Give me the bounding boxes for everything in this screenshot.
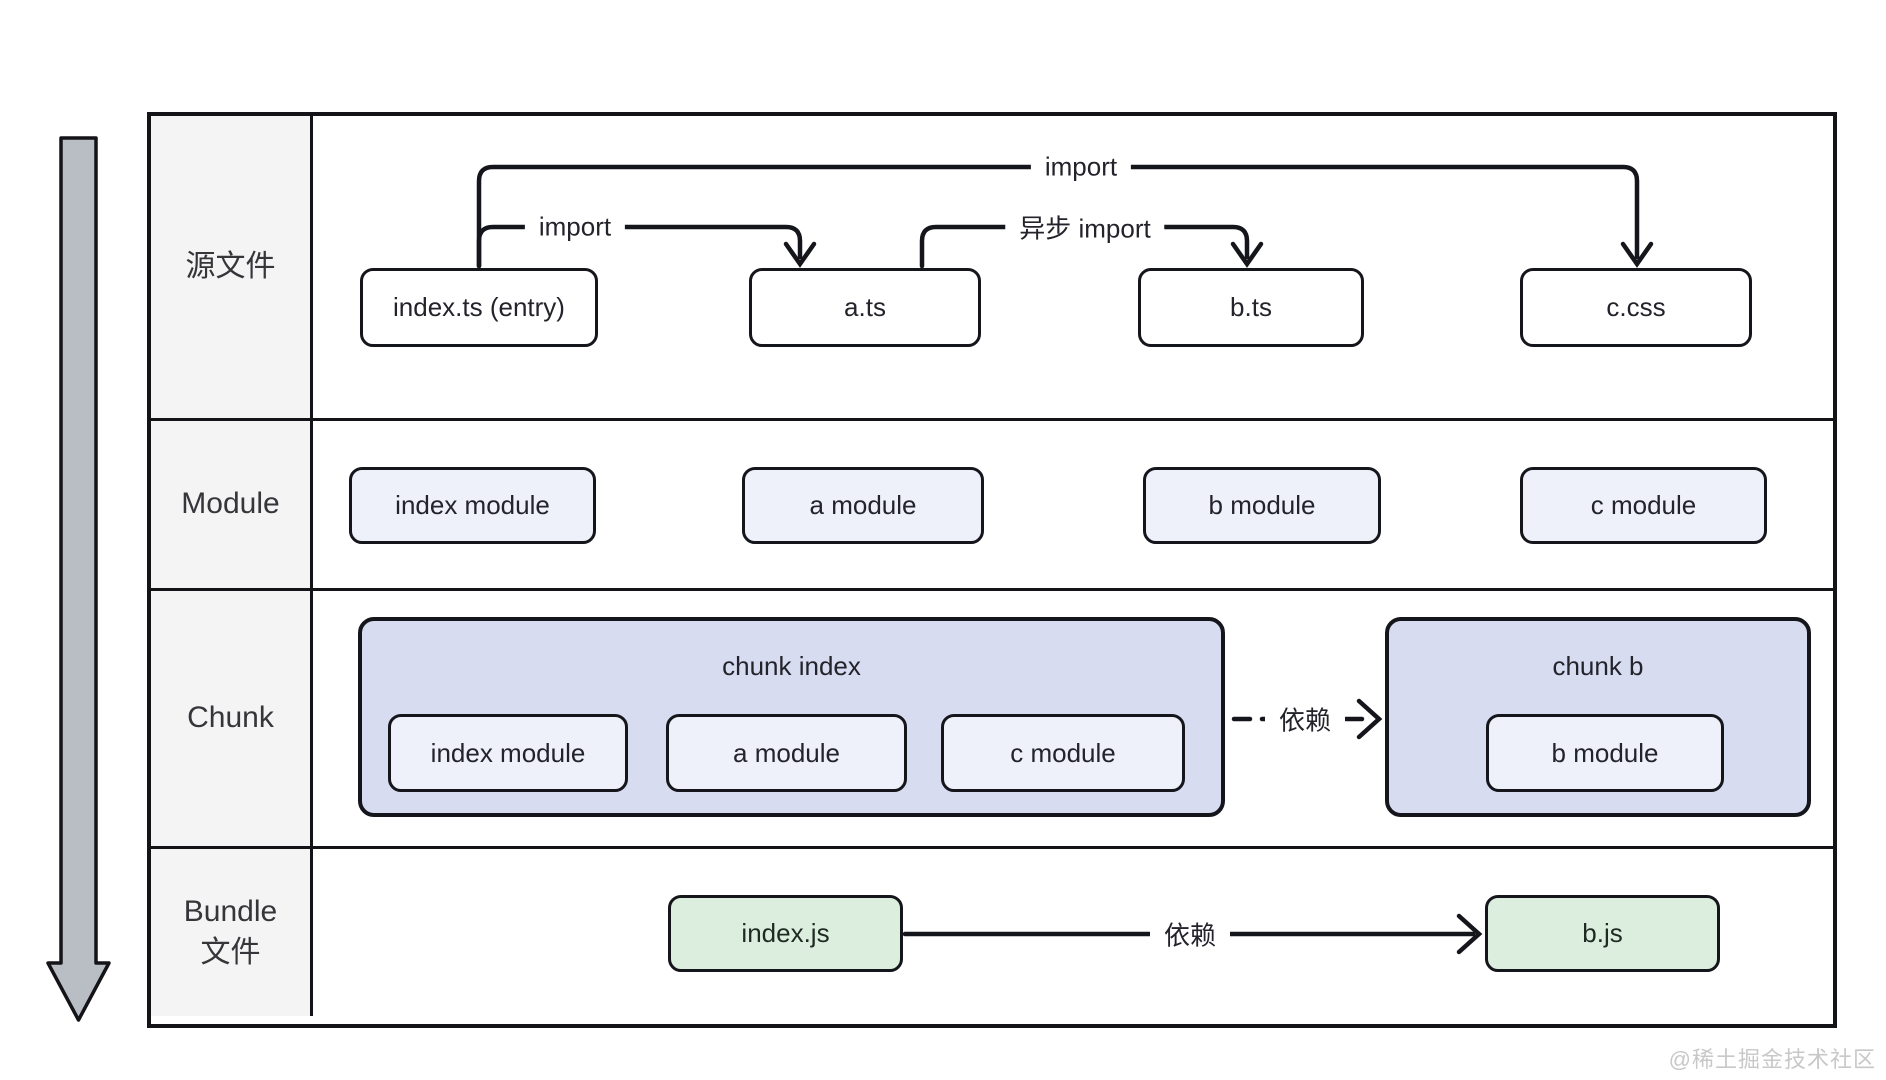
bundle-box-b-js-label: b.js xyxy=(1582,918,1623,948)
row-label-chunk-text: Chunk xyxy=(187,701,274,735)
flow-direction-arrow xyxy=(46,136,111,1022)
chunk-b-module-b-label: b module xyxy=(1551,737,1659,768)
arrow-import-short xyxy=(476,224,803,269)
module-box-a: a module xyxy=(742,467,984,544)
bundle-box-index-js: index.js xyxy=(668,895,903,972)
chunk-b-title: chunk b xyxy=(1552,651,1644,681)
file-box-b-ts: b.ts xyxy=(1138,268,1364,347)
import-long-label: import xyxy=(1030,151,1132,183)
row-source-files: 源文件 import im xyxy=(151,116,1833,418)
chunk-index-title: chunk index xyxy=(722,651,861,681)
row-chunks-content: chunk index index module a module c modu… xyxy=(313,591,1833,846)
chunk-index-module-a: a module xyxy=(666,714,907,792)
chunk-index-module-index-label: index module xyxy=(430,737,586,768)
row-label-module: Module xyxy=(151,421,313,588)
file-box-index-ts-label: index.ts (entry) xyxy=(393,292,565,322)
module-box-index-label: index module xyxy=(395,490,550,520)
row-label-chunk: Chunk xyxy=(151,591,313,846)
async-import-label: 异步 import xyxy=(1005,208,1165,246)
chunk-index-module-a-label: a module xyxy=(733,737,840,768)
module-box-c: c module xyxy=(1520,467,1767,544)
bundle-dependency-arrowhead xyxy=(1456,913,1483,955)
row-modules: Module index module a module b module c … xyxy=(151,418,1833,588)
row-bundles: Bundle 文件 依赖 index.js b.js xyxy=(151,846,1833,1016)
chunk-index-module-index: index module xyxy=(388,714,628,792)
module-box-c-label: c module xyxy=(1590,490,1697,520)
bundle-box-b-js: b.js xyxy=(1485,895,1720,972)
file-box-a-ts-label: a.ts xyxy=(844,292,886,322)
row-label-bundle: Bundle 文件 xyxy=(151,849,313,1016)
row-label-bundle-text: Bundle 文件 xyxy=(184,892,277,973)
module-box-a-label: a module xyxy=(809,490,917,520)
row-label-source-text: 源文件 xyxy=(185,249,276,283)
row-label-source: 源文件 xyxy=(151,116,313,418)
arrowhead-async-import xyxy=(1230,241,1264,268)
chunk-b-module-b: b module xyxy=(1486,714,1724,792)
row-label-module-text: Module xyxy=(181,487,280,521)
file-box-c-css: c.css xyxy=(1520,268,1752,347)
down-arrow-icon xyxy=(46,136,111,1022)
chunk-index-container: chunk index index module a module c modu… xyxy=(358,617,1225,817)
bundle-box-index-js-label: index.js xyxy=(741,918,830,948)
row-source-content: import import 异步 import index.ts (entry)… xyxy=(313,116,1833,418)
file-box-a-ts: a.ts xyxy=(749,268,981,347)
module-box-b-label: b module xyxy=(1208,490,1316,520)
diagram-table: 源文件 import im xyxy=(147,112,1837,1028)
arrowhead-import-short xyxy=(783,241,817,268)
row-chunks: Chunk chunk index index module a module … xyxy=(151,588,1833,846)
file-box-index-ts: index.ts (entry) xyxy=(360,268,598,347)
file-box-c-css-label: c.css xyxy=(1606,292,1666,322)
import-short-label: import xyxy=(524,211,626,243)
file-box-b-ts-label: b.ts xyxy=(1230,292,1272,322)
row-modules-content: index module a module b module c module xyxy=(313,421,1833,588)
dependency-arrowhead xyxy=(1356,698,1383,740)
row-bundles-content: 依赖 index.js b.js xyxy=(313,849,1833,1016)
row-label-bundle-line2: 文件 xyxy=(200,935,261,969)
chunk-index-module-c-label: c module xyxy=(1010,737,1116,768)
chunk-index-module-c: c module xyxy=(941,714,1185,792)
watermark: @稀土掘金技术社区 xyxy=(1668,1047,1876,1072)
module-box-b: b module xyxy=(1143,467,1381,544)
chunk-b-container: chunk b b module xyxy=(1385,617,1811,817)
chunk-dependency-label: 依赖 xyxy=(1264,700,1346,738)
bundle-dependency-label: 依赖 xyxy=(1149,915,1231,953)
row-label-bundle-line1: Bundle xyxy=(183,895,278,928)
arrowhead-import-long xyxy=(1620,241,1654,268)
module-box-index: index module xyxy=(349,467,596,544)
